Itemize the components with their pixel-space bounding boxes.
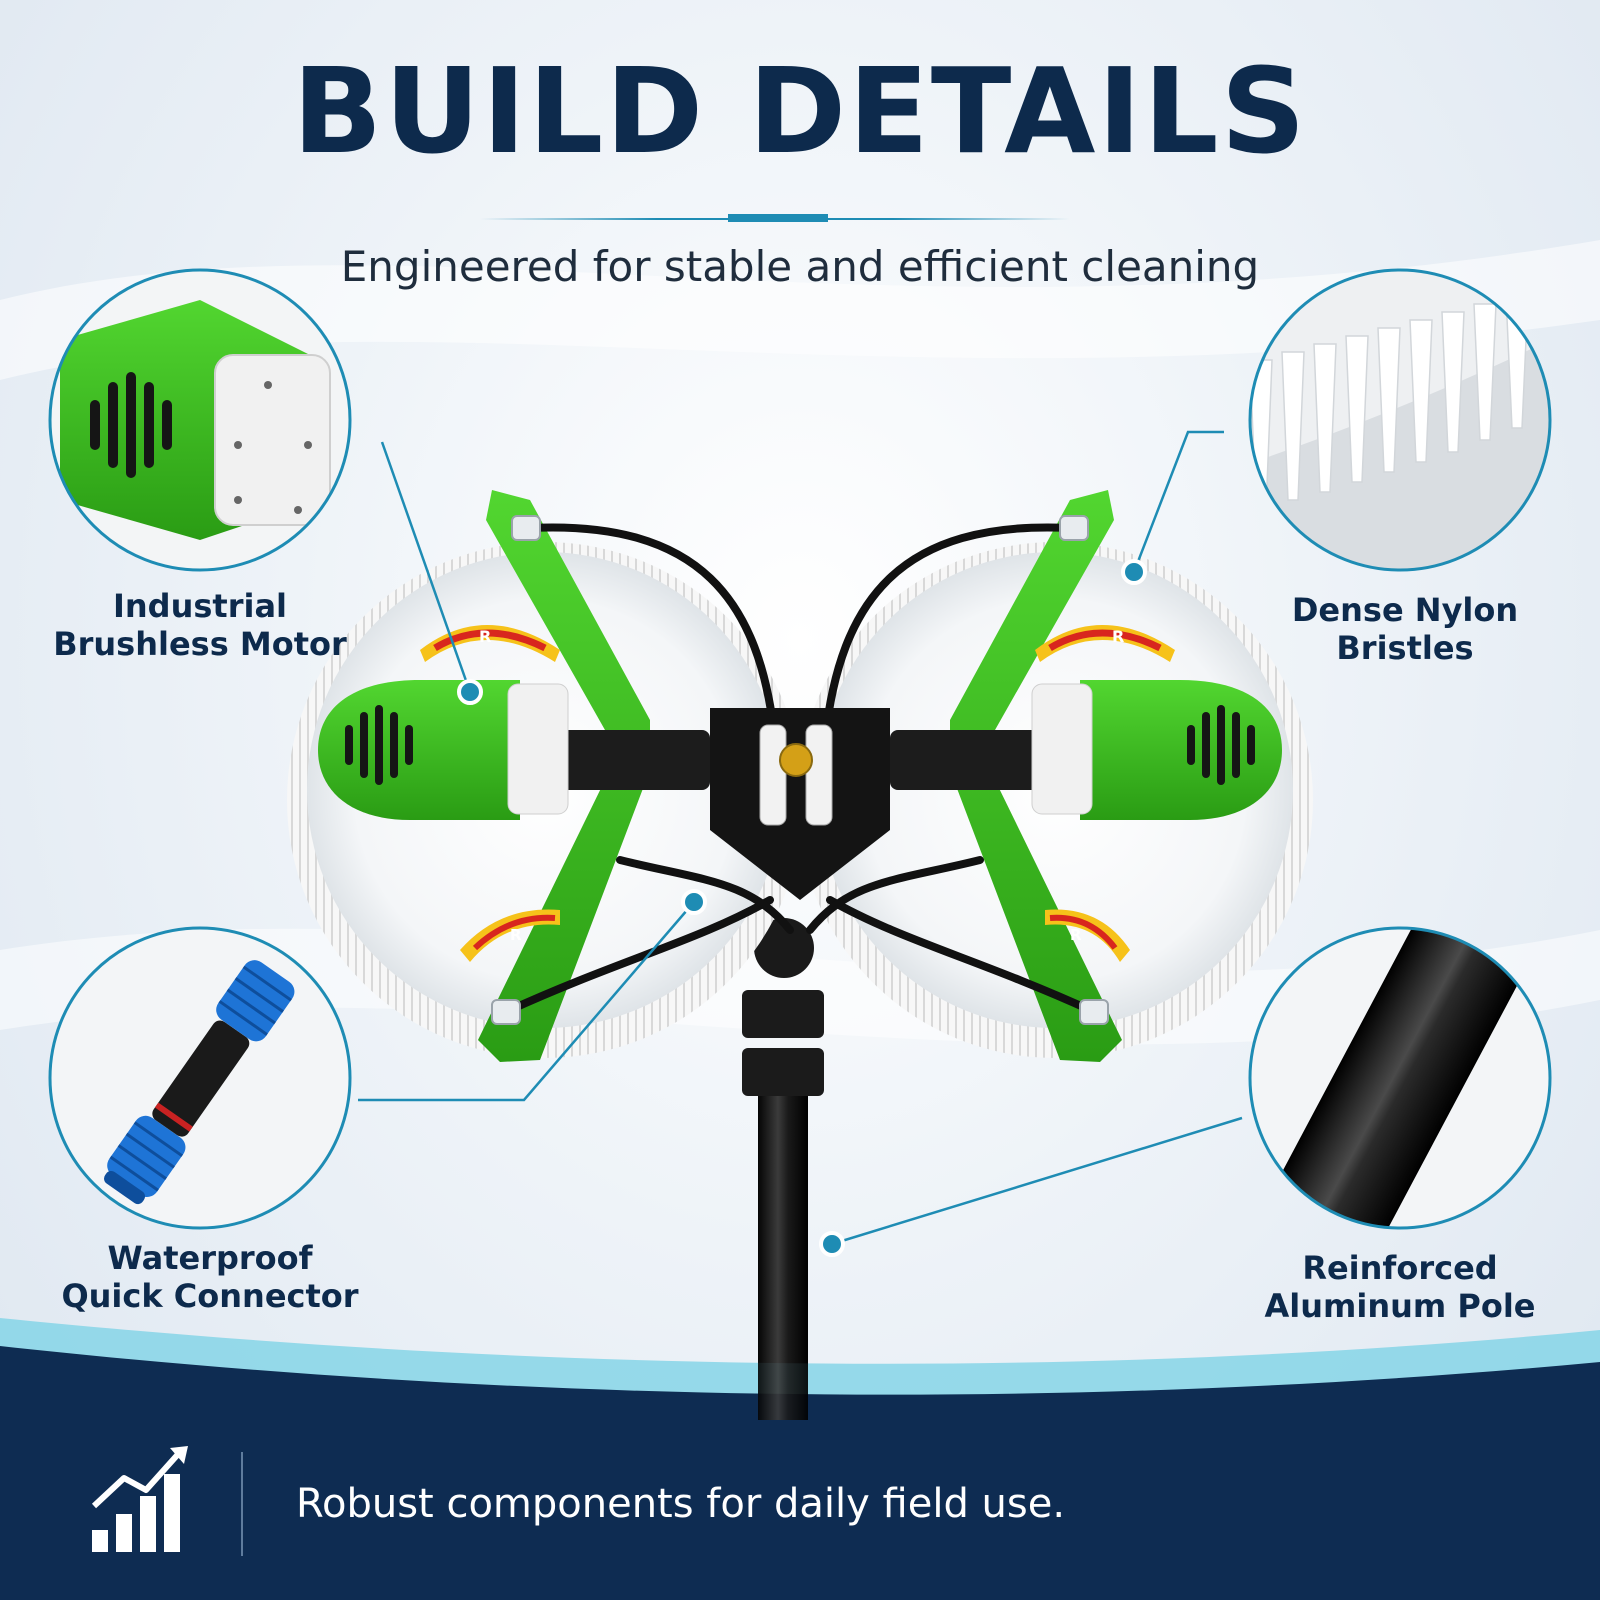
rotation-mark: R: [510, 926, 522, 944]
callout-circle-motor: [48, 268, 352, 572]
callout-label-motor: Industrial Brushless Motor: [53, 587, 347, 663]
footer-band: [0, 1346, 1600, 1600]
callout-dot-motor: [457, 679, 483, 705]
callout-dot-connector: [681, 889, 707, 915]
right-motor: [1031, 680, 1282, 820]
leader-line-pole: [831, 1116, 1243, 1246]
callout-label-connector: Waterproof Quick Connector: [61, 1239, 359, 1315]
callout-label-pole: Reinforced Aluminum Pole: [1264, 1249, 1536, 1325]
footer-wave-highlight: [0, 1318, 1600, 1400]
rotation-arrow-lower-left: R: [460, 909, 560, 962]
page-title: BUILD DETAILS: [292, 42, 1308, 180]
callout-circle-connector: [48, 926, 352, 1230]
leader-line-motor: [380, 441, 472, 693]
hose-splitter: [759, 724, 833, 826]
callout-dot-bristles: [1121, 559, 1147, 585]
pivot-joint: [754, 918, 814, 978]
left-motor: [318, 680, 569, 820]
rotation-arrow-upper-left: R: [420, 625, 560, 662]
growth-chart-icon: [91, 1446, 188, 1552]
rotation-arrow-lower-right: R: [1045, 909, 1130, 962]
page-subtitle: Engineered for stable and efficient clea…: [340, 242, 1260, 291]
callout-dot-pole: [819, 1231, 845, 1257]
rotation-mark: R: [1070, 926, 1082, 944]
callout-circle-pole: [1248, 926, 1552, 1230]
leader-line-bristles: [1132, 430, 1224, 573]
footer-tagline: Robust components for daily field use.: [296, 1481, 1066, 1527]
callout-label-bristles: Dense Nylon Bristles: [1291, 591, 1519, 667]
pole-clamp-upper: [742, 990, 824, 1038]
leader-line-connector: [358, 901, 695, 1102]
pole-clamp-lower: [742, 1048, 824, 1096]
title-divider-accent: [728, 214, 828, 222]
rotation-mark: R: [479, 627, 491, 646]
rotation-mark: R: [1112, 627, 1124, 646]
rotation-arrow-upper-right: R: [1035, 625, 1175, 662]
central-hub: [710, 708, 890, 900]
